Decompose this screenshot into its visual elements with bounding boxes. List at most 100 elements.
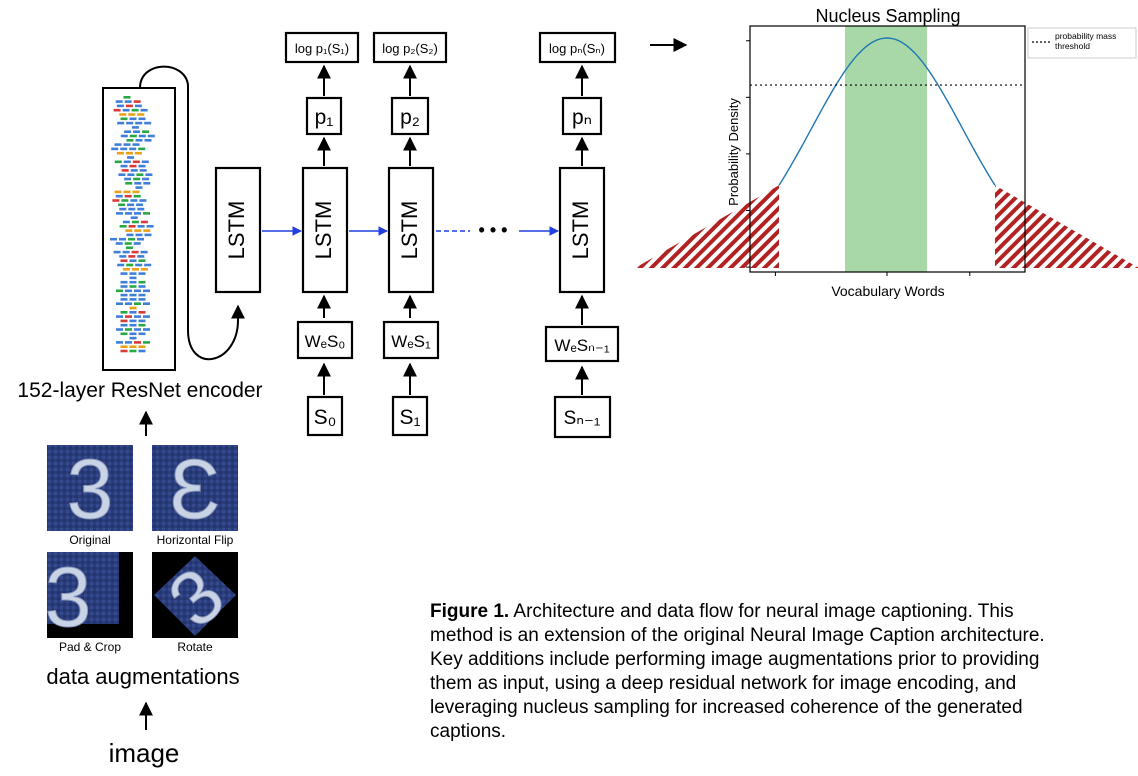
resnet-node xyxy=(123,190,131,194)
chart-legend: probability mass threshold xyxy=(1027,27,1137,59)
resnet-node xyxy=(144,233,152,237)
decoder-step-1: log p₁(S₁) p₁ LSTM WₑS₀ S₀ xyxy=(284,31,360,437)
resnet-node xyxy=(133,194,141,198)
resnet-node xyxy=(129,285,137,288)
resnet-node xyxy=(129,345,137,348)
caption-text: Architecture and data flow for neural im… xyxy=(430,601,1045,742)
resnet-node xyxy=(129,134,137,138)
resnet-node xyxy=(118,173,126,176)
resnet-node xyxy=(138,332,146,336)
augmentation-pad-crop: 3 Pad & Crop xyxy=(44,550,133,654)
embedding-label: WₑS₁ xyxy=(391,332,431,351)
resnet-node xyxy=(142,130,150,133)
resnet-node xyxy=(145,173,153,176)
resnet-node xyxy=(138,272,146,275)
resnet-node xyxy=(129,293,137,297)
svg-text:Ɛ: Ɛ xyxy=(170,442,221,536)
resnet-node xyxy=(125,315,132,318)
resnet-node xyxy=(138,147,146,151)
augmentations-title: data augmentations xyxy=(46,664,239,689)
resnet-node xyxy=(125,104,133,108)
resnet-node xyxy=(135,233,143,237)
resnet-node xyxy=(144,263,152,267)
resnet-node xyxy=(120,345,128,348)
embedding-label: WₑS₀ xyxy=(305,332,346,351)
resnet-node xyxy=(119,225,127,228)
resnet-node xyxy=(137,207,145,211)
svg-text:LSTM: LSTM xyxy=(568,201,593,260)
resnet-node xyxy=(129,319,137,323)
resnet-node xyxy=(129,298,137,301)
resnet-node xyxy=(120,134,128,138)
resnet-node xyxy=(120,323,128,327)
resnet-node xyxy=(128,237,135,241)
resnet-node xyxy=(129,117,137,121)
resnet-node xyxy=(147,134,155,138)
input-token: S₁ xyxy=(399,406,420,429)
resnet-node xyxy=(143,182,151,185)
resnet-node xyxy=(138,298,146,301)
resnet-node xyxy=(140,268,148,271)
augmentation-original: 3 Original xyxy=(47,442,133,547)
prob-label: p₁ xyxy=(315,106,334,129)
resnet-node xyxy=(142,177,150,181)
resnet-node xyxy=(143,328,150,331)
resnet-node xyxy=(143,289,150,293)
resnet-node xyxy=(128,207,136,211)
resnet-node xyxy=(120,147,128,151)
resnet-node xyxy=(139,169,147,172)
resnet-node xyxy=(130,216,138,219)
y-axis-label: Probability Density xyxy=(726,98,741,206)
augmentation-label: Original xyxy=(69,533,110,547)
resnet-node xyxy=(143,229,151,232)
resnet-node xyxy=(140,220,148,224)
resnet-node xyxy=(129,306,137,310)
resnet-node xyxy=(134,315,141,318)
encoder-to-lstm-connector xyxy=(139,65,245,361)
caption-lead: Figure 1. xyxy=(430,601,510,622)
resnet-node xyxy=(129,280,137,284)
resnet-node xyxy=(133,130,141,133)
svg-text:3: 3 xyxy=(45,550,92,644)
resnet-node xyxy=(115,194,123,198)
resnet-node xyxy=(117,121,125,125)
x-ticks xyxy=(774,272,971,276)
resnet-node xyxy=(132,190,140,194)
resnet-node xyxy=(115,242,123,245)
log-prob-output: log p₁(S₁) xyxy=(295,41,349,56)
resnet-node xyxy=(135,121,143,125)
legend-label: probability mass threshold xyxy=(1055,31,1119,51)
resnet-graph-thumbnail xyxy=(110,96,155,353)
resnet-node xyxy=(129,259,137,262)
resnet-node xyxy=(140,250,148,254)
resnet-node xyxy=(124,130,132,133)
augmentation-horizontal-flip: Ɛ Horizontal Flip xyxy=(152,442,238,547)
resnet-node xyxy=(144,121,152,125)
embedding-label: WₑSₙ₋₁ xyxy=(554,336,609,355)
resnet-node xyxy=(129,336,137,340)
resnet-node xyxy=(120,259,128,262)
resnet-node xyxy=(123,160,131,164)
resnet-node xyxy=(124,242,132,245)
resnet-node xyxy=(134,182,142,185)
resnet-node xyxy=(140,108,148,112)
resnet-node xyxy=(132,160,140,164)
resnet-node xyxy=(124,100,132,103)
decoder-step-2: log p₂(S₂) p₂ LSTM WₑS₁ S₁ xyxy=(372,31,448,437)
resnet-node xyxy=(116,212,123,215)
resnet-node xyxy=(119,237,126,241)
resnet-node xyxy=(116,289,123,293)
resnet-node xyxy=(138,349,146,353)
x-axis-label: Vocabulary Words xyxy=(831,283,944,299)
resnet-node xyxy=(134,104,142,108)
resnet-node xyxy=(115,100,123,103)
resnet-node xyxy=(112,199,120,202)
resnet-node xyxy=(124,177,132,181)
resnet-node xyxy=(120,293,128,297)
resnet-node xyxy=(133,242,141,245)
resnet-node xyxy=(120,311,128,314)
prob-label: pₙ xyxy=(572,106,592,129)
resnet-node xyxy=(131,268,139,271)
resnet-node xyxy=(118,203,126,207)
resnet-node xyxy=(126,121,134,125)
